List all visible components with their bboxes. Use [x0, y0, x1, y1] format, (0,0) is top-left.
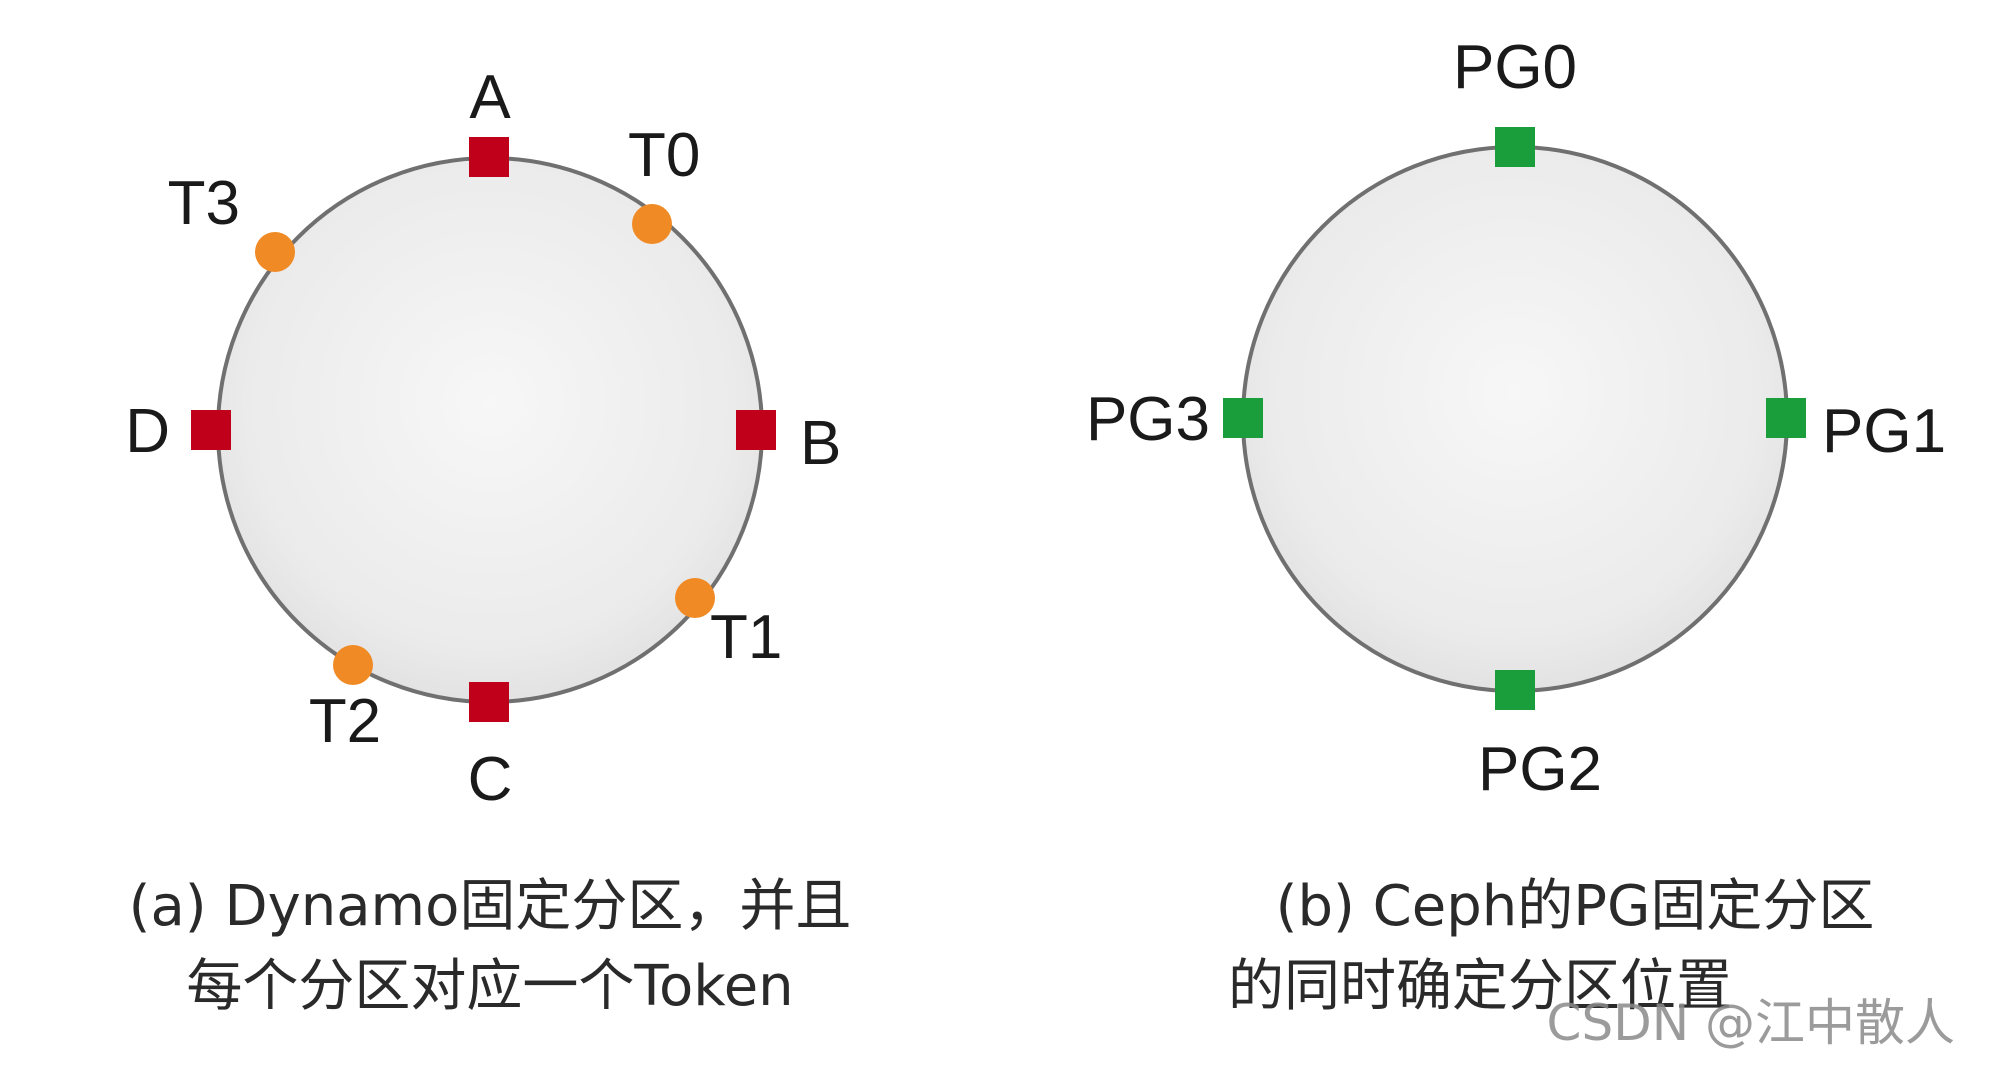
pg1-label: PG1 — [1822, 397, 1946, 466]
caption-a-line2: 每个分区对应一个Token — [186, 954, 793, 1019]
ring-a — [216, 156, 764, 704]
token-t0-label: T0 — [628, 121, 700, 190]
node-b-label: B — [800, 409, 841, 478]
caption-a-line1: (a) Dynamo固定分区，并且 — [129, 874, 852, 939]
pg0-marker — [1495, 127, 1535, 167]
caption-b-line1: (b) Ceph的PG固定分区 — [1276, 874, 1875, 939]
pg2-marker — [1495, 670, 1535, 710]
node-c-label: C — [468, 745, 513, 814]
token-t1-marker — [675, 578, 715, 618]
token-t0-marker — [632, 204, 672, 244]
caption-b-line2: 的同时确定分区位置 — [1228, 954, 1732, 1019]
pg1-marker — [1766, 398, 1806, 438]
watermark: CSDN @江中散人 — [1547, 994, 1955, 1052]
node-b-marker — [736, 410, 776, 450]
pg2-label: PG2 — [1478, 735, 1602, 804]
diagram-b: PG0 PG1 PG2 PG3 (b) Ceph的PG固定分区 的同时确定分区位… — [1086, 33, 1946, 1019]
token-t2-marker — [333, 645, 373, 685]
ring-b — [1241, 145, 1789, 693]
diagram-a: A B C D T0 T1 T2 T3 (a) Dynamo固定分区，并且 每个… — [125, 63, 851, 1019]
node-d-label: D — [125, 397, 170, 466]
node-c-marker — [469, 682, 509, 722]
token-t2-label: T2 — [309, 687, 381, 756]
node-a-marker — [469, 137, 509, 177]
node-a-label: A — [469, 63, 511, 132]
token-t3-marker — [255, 232, 295, 272]
pg0-label: PG0 — [1453, 33, 1577, 102]
pg3-label: PG3 — [1086, 385, 1210, 454]
pg3-marker — [1223, 398, 1263, 438]
token-t1-label: T1 — [710, 603, 782, 672]
node-d-marker — [191, 410, 231, 450]
token-t3-label: T3 — [168, 169, 240, 238]
